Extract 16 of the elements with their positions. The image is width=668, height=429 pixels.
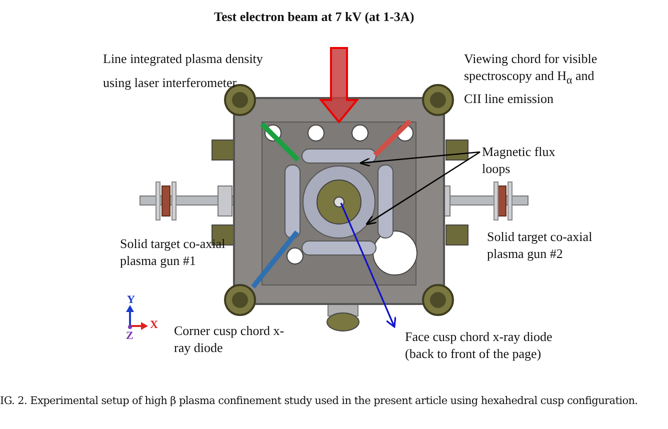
leader-line [359, 151, 480, 167]
callout-label: Magnetic flux loops [482, 143, 572, 177]
callout-label: Line integrated plasma density using laser interferometer [103, 50, 264, 92]
callout-label: Solid target co-axial plasma gun #2 [487, 228, 594, 262]
axis-label: Z [126, 329, 134, 344]
flux-loop [302, 148, 376, 164]
leader-line [366, 151, 480, 226]
callout-label: Face cusp chord x-ray diode (back to front of the page) [405, 328, 554, 362]
beam-label: Test electron beam at 7 kV (at 1-3A) [214, 8, 414, 25]
axis-label: Y [127, 293, 135, 308]
callout-label: Solid target co-axial plasma gun #1 [120, 235, 226, 269]
callout-label: Corner cusp chord x-ray diode [174, 322, 286, 356]
flux-loop [302, 166, 376, 238]
callout-label: Viewing chord for visible spectroscopy and H$_{α}$ and CII line emission [464, 50, 598, 107]
figure-caption: IG. 2. Experimental setup of high β plasma confinement study used in the present article using hexahedral cusp configuration. [0, 394, 638, 409]
axis-label: X [150, 318, 158, 333]
